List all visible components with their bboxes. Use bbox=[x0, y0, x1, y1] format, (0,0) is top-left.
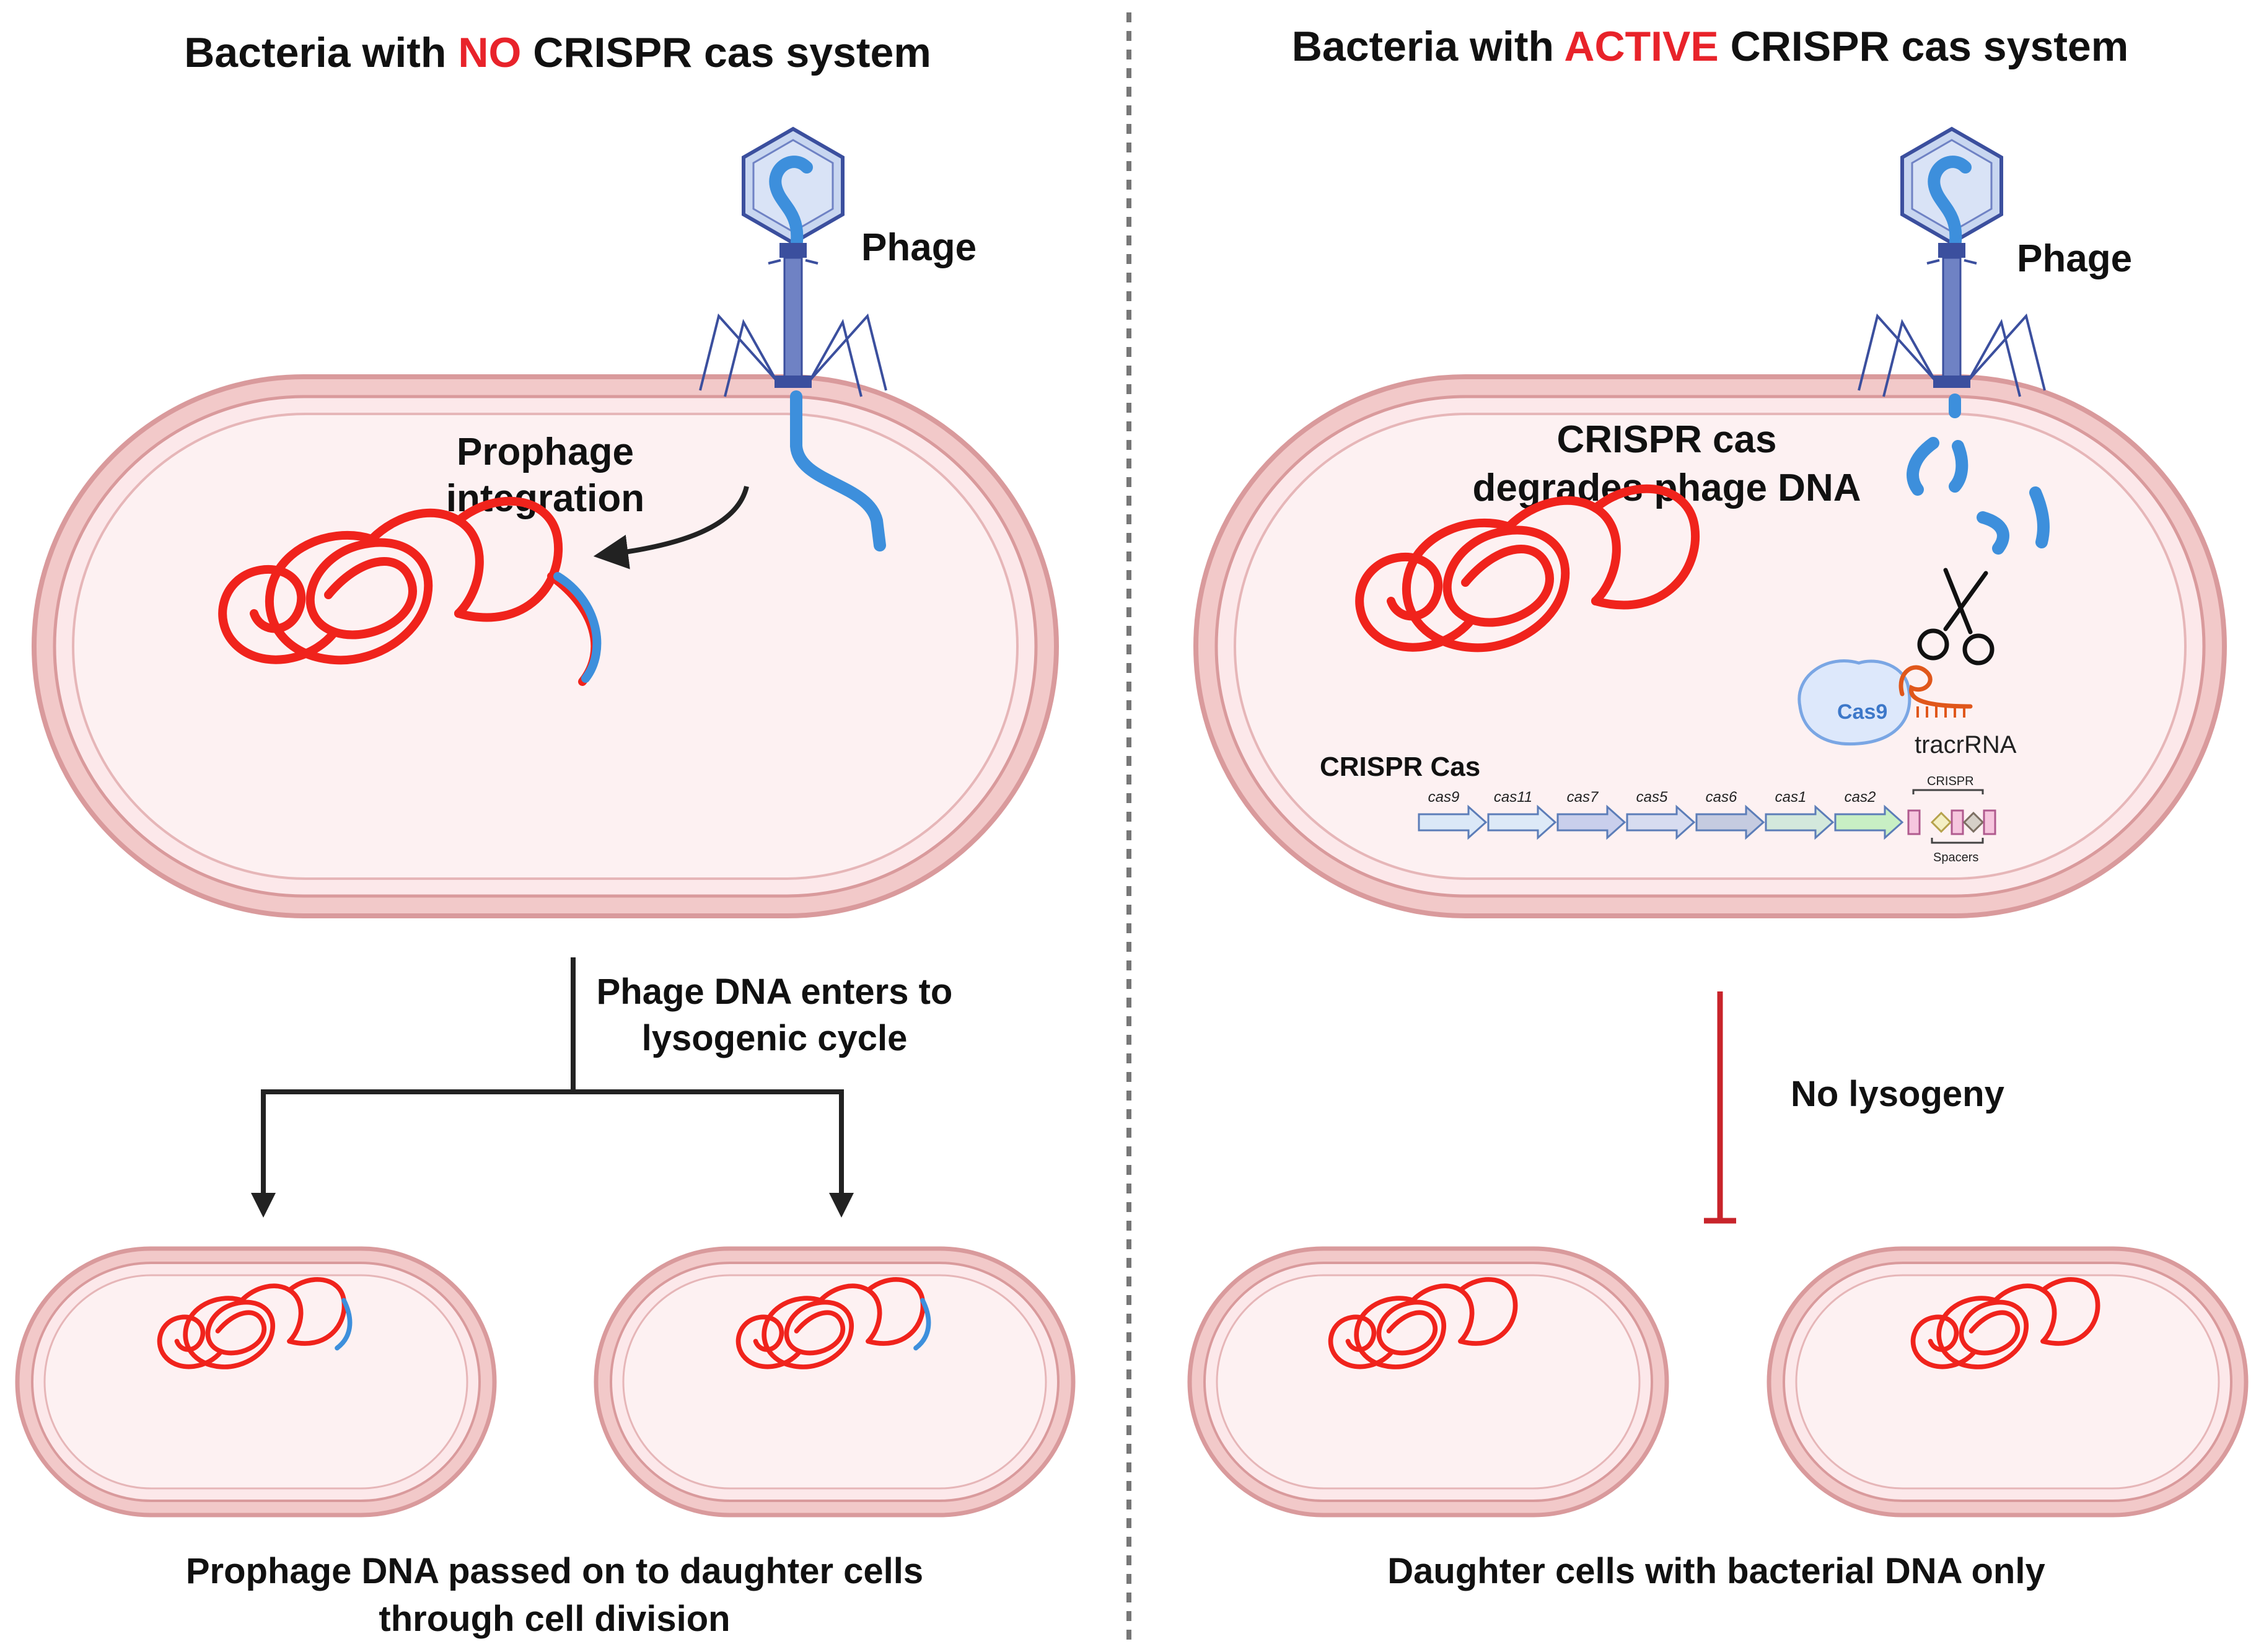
left-daughter-cell-1 bbox=[15, 1246, 497, 1518]
left-main-cell bbox=[32, 374, 1059, 918]
left-daughter-cell-2 bbox=[594, 1246, 1076, 1518]
integrated-prophage-segment bbox=[553, 572, 602, 683]
gene-arrow-cas9 bbox=[1418, 804, 1488, 840]
left-phage-label: Phage bbox=[861, 226, 977, 269]
gene-label-cas11: cas11 bbox=[1494, 789, 1532, 806]
gene-label-cas2: cas2 bbox=[1845, 789, 1876, 806]
left-phage-icon bbox=[700, 129, 886, 397]
gene-label-cas9: cas9 bbox=[1428, 789, 1460, 806]
spacers-label: Spacers bbox=[1933, 851, 1978, 864]
gene-arrow-cas7 bbox=[1556, 804, 1626, 840]
right-title: Bacteria with ACTIVE CRISPR cas system bbox=[1292, 23, 2128, 70]
right-daughter-cell-2 bbox=[1767, 1246, 2249, 1518]
degraded-phage-dna bbox=[1907, 393, 2050, 555]
gene-label-cas5: cas5 bbox=[1636, 789, 1668, 806]
left-caption: Prophage DNA passed on to daughter cells bbox=[186, 1551, 923, 1591]
gene-label-cas6: cas6 bbox=[1706, 789, 1737, 806]
right-phage-label: Phage bbox=[2017, 237, 2132, 280]
flow-label: Phage DNA enters to bbox=[597, 972, 953, 1012]
cas-gene-locus: cas9 cas11 cas7 cas5 cas6 cas1 cas2 bbox=[1418, 789, 1904, 840]
degrade-label: CRISPR cas bbox=[1557, 418, 1777, 461]
gene-label-cas1: cas1 bbox=[1775, 789, 1807, 806]
right-daughter-cell-1 bbox=[1187, 1246, 1669, 1518]
crispr-array-label: CRISPR bbox=[1927, 775, 1974, 788]
gene-arrow-cas5 bbox=[1626, 804, 1696, 840]
cas9-complex: Cas9 tracrRNA bbox=[1797, 659, 2017, 758]
integration-label: Prophage bbox=[457, 431, 634, 473]
left-chromosome-with-prophage bbox=[222, 496, 602, 686]
guide-rna-icon bbox=[1898, 665, 1973, 709]
right-caption: Daughter cells with bacterial DNA only bbox=[1387, 1551, 2045, 1591]
tracrrna-label: tracrRNA bbox=[1915, 731, 2017, 758]
right-panel: Bacteria with ACTIVE CRISPR cas system P… bbox=[1187, 23, 2249, 1591]
crispr-array: CRISPR Spacers bbox=[1907, 775, 1996, 864]
no-lysogeny-label: No lysogeny bbox=[1791, 1074, 2004, 1114]
flow-label-2: lysogenic cycle bbox=[642, 1018, 908, 1058]
cas9-label: Cas9 bbox=[1837, 700, 1887, 724]
gene-arrow-cas6 bbox=[1695, 804, 1765, 840]
gene-arrow-cas1 bbox=[1765, 804, 1835, 840]
crispr-cas-locus-label: CRISPR Cas bbox=[1320, 752, 1480, 782]
integration-arrow bbox=[593, 486, 749, 569]
left-panel: Bacteria with NO CRISPR cas system Phage… bbox=[15, 29, 1076, 1639]
gene-label-cas7: cas7 bbox=[1567, 789, 1599, 806]
gene-arrow-cas11 bbox=[1487, 804, 1557, 840]
left-title: Bacteria with NO CRISPR cas system bbox=[184, 29, 931, 76]
scissors-icon bbox=[1917, 568, 1995, 666]
right-chromosome bbox=[1359, 484, 1700, 648]
left-title-highlight: NO bbox=[458, 29, 521, 76]
gene-arrow-cas2 bbox=[1834, 804, 1904, 840]
right-title-highlight: ACTIVE bbox=[1564, 23, 1718, 70]
left-caption-2: through cell division bbox=[379, 1599, 730, 1639]
left-injected-phage-dna bbox=[790, 390, 886, 551]
